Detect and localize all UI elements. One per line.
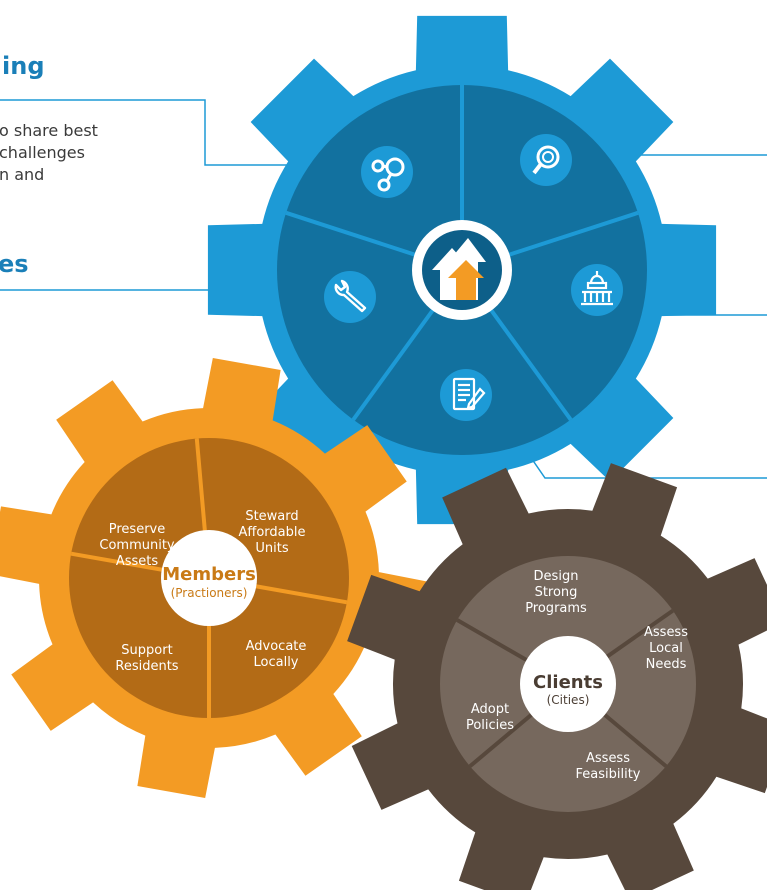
description-line-1: o share best: [0, 121, 98, 140]
networking-heading-partial: ing: [2, 52, 45, 80]
members-center-circle: [161, 530, 257, 626]
description-line-3: n and: [0, 165, 45, 184]
capitol-building-icon: [571, 264, 623, 316]
house-arrows-icon: [412, 220, 512, 320]
description-line-2: challenges: [0, 143, 85, 162]
members-subtitle: (Practioners): [171, 586, 248, 600]
clients-center-circle: [520, 636, 616, 732]
tools-heading-partial: es: [0, 250, 29, 278]
magnifier-icon: [520, 134, 572, 186]
blue-gear: [207, 15, 717, 525]
networking-description: o share best challenges n and: [0, 120, 98, 186]
document-pen-icon: [440, 369, 492, 421]
clients-subtitle: (Cities): [547, 693, 590, 707]
network-icon: [361, 146, 413, 198]
members-title: Members: [162, 564, 256, 585]
clients-title: Clients: [533, 672, 603, 693]
wrench-icon: [324, 271, 376, 323]
